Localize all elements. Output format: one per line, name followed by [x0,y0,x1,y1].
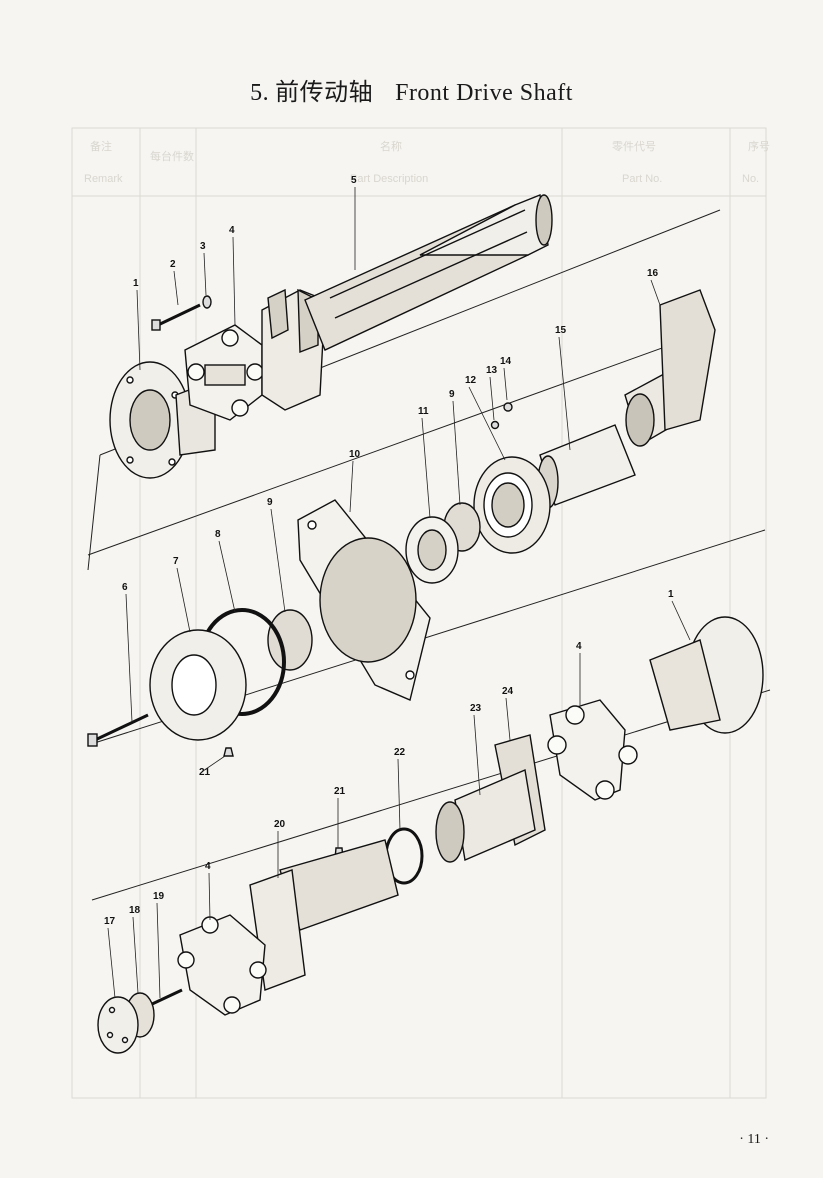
leader-lines [107,187,691,999]
grease-nipple-part-21-upper [223,747,234,757]
callout-label: 1 [668,589,674,600]
upper-shaft-assembly [87,194,716,757]
nut-part-14 [503,402,513,412]
tube-part-15 [537,424,636,509]
callout-labels: 1 2 3 4 5 16 15 14 13 12 9 11 10 9 8 7 6… [104,175,674,927]
ghost-no-en: No. [742,173,759,185]
ghost-remark-cn: 备注 [90,139,112,153]
callout-label: 15 [555,325,567,336]
slip-yoke-part-16 [624,289,716,447]
callout-label: 3 [200,241,206,252]
callout-label: 12 [465,375,477,386]
shaft-yoke-part-20 [249,839,399,991]
callout-label: 6 [122,582,128,593]
callout-label: 16 [647,268,659,279]
callout-label: 19 [153,891,165,902]
bolt-part-19 [149,988,183,1007]
callout-label: 4 [205,861,211,872]
section-number: 5. [250,80,270,106]
callout-label: 22 [394,747,406,758]
universal-joint-cross-part-4 [184,324,264,421]
callout-label: 9 [267,497,273,508]
flange-part-7 [149,629,247,741]
callout-label: 8 [215,529,221,540]
ghost-no-cn: 序号 [748,139,770,153]
callout-label: 11 [418,406,429,417]
universal-joint-cross-part-4-middle [547,699,638,801]
callout-label: 20 [274,819,286,830]
callout-label: 21 [334,786,346,797]
callout-label: 4 [229,225,235,236]
bleed-through-table-header: 序号 No. 零件代号 Part No. 名称 Part Description… [84,139,770,185]
washer-part-13 [490,420,500,430]
callout-label: 21 [199,767,211,778]
title-chinese: 前传动轴 [275,80,374,106]
seal-part-9-lower [267,609,313,671]
bearing-housing-part-12 [473,456,551,554]
splined-shaft-part-5 [304,194,553,351]
universal-joint-cross-part-4-lower [177,914,267,1016]
ghost-name-en: Part Description [350,173,428,185]
callout-label: 9 [449,389,455,400]
ghost-part-no-en: Part No. [622,173,662,185]
callout-label: 17 [104,916,116,927]
ghost-remark-en: Remark [84,173,123,185]
washer-part-3 [202,295,212,309]
cover-part-17 [97,996,139,1054]
callout-label: 1 [133,278,139,289]
flange-yoke-part-1-lower [649,616,764,734]
callout-label: 24 [502,686,514,697]
callout-label: 13 [486,365,498,376]
support-plate-part-10 [297,499,431,701]
callout-label: 14 [500,356,512,367]
ghost-name-cn: 名称 [380,139,402,153]
callout-label: 10 [349,449,361,460]
callout-label: 2 [170,259,176,270]
callout-label: 5 [351,175,357,186]
bolt-part-2 [151,303,201,331]
callout-label: 4 [576,641,582,652]
ghost-qty-cn: 每台件数 [150,149,194,163]
callout-label: 18 [129,905,141,916]
page-number: · 11 · [739,1132,769,1147]
ghost-part-no-cn: 零件代号 [612,140,656,153]
callout-label: 23 [470,703,482,714]
frame-lines [87,209,771,901]
callout-label: 7 [173,556,179,567]
bearing-part-11 [405,516,459,584]
title-english: Front Drive Shaft [395,80,573,106]
bleed-through-parts-table [71,127,767,1099]
page-title: 5.前传动轴 Front Drive Shaft [0,72,823,107]
spline-pipe-part-23 [435,769,536,863]
lower-shaft-assembly [97,616,764,1054]
bolt-part-6 [87,713,149,747]
